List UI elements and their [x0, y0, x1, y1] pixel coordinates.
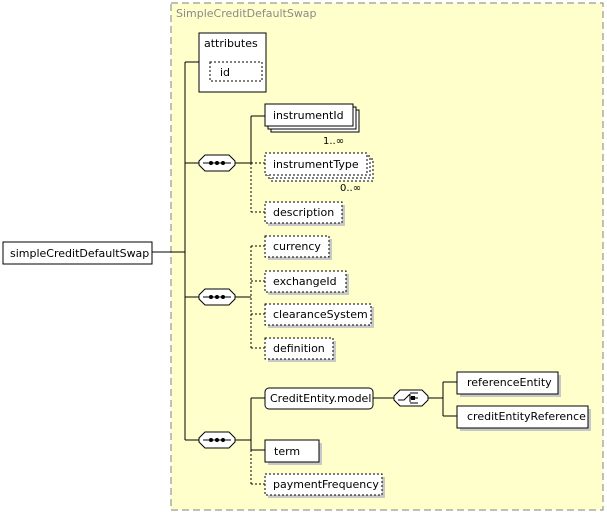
element-reference-entity-label: referenceEntity	[467, 376, 552, 389]
element-definition-label: definition	[273, 342, 325, 355]
element-payment-frequency[interactable]: paymentFrequency	[264, 473, 385, 498]
root-element-box[interactable]: simpleCreditDefaultSwap	[2, 241, 153, 265]
attributes-label: attributes	[204, 37, 258, 50]
attributes-box[interactable]: attributes id	[198, 32, 267, 93]
element-term[interactable]: term	[264, 439, 322, 465]
element-definition[interactable]: definition	[264, 337, 336, 362]
element-description-label: description	[273, 206, 334, 219]
element-exchange-id[interactable]: exchangeId	[264, 270, 349, 295]
element-description[interactable]: description	[264, 201, 345, 226]
choice-icon	[393, 389, 429, 407]
sequence-icon-3	[198, 431, 236, 449]
group-credit-entity-model[interactable]: CreditEntity.model	[264, 387, 374, 410]
element-credit-entity-reference[interactable]: creditEntityReference	[456, 405, 591, 431]
cardinality-instrument-id: 1..∞	[323, 136, 344, 147]
group-credit-entity-model-label: CreditEntity.model	[270, 392, 371, 405]
element-term-label: term	[274, 445, 300, 458]
element-instrument-type-label: instrumentType	[273, 158, 359, 171]
element-instrument-type[interactable]: instrumentType 0..∞	[264, 152, 374, 194]
element-credit-entity-reference-label: creditEntityReference	[467, 410, 586, 423]
root-element-label: simpleCreditDefaultSwap	[10, 247, 149, 260]
element-currency[interactable]: currency	[264, 235, 332, 260]
element-currency-label: currency	[273, 240, 321, 253]
sequence-icon-1	[198, 154, 236, 172]
optional-connector-lines	[250, 162, 265, 485]
element-payment-frequency-label: paymentFrequency	[273, 478, 379, 491]
cardinality-instrument-type: 0..∞	[340, 183, 361, 194]
element-clearance-system-label: clearanceSystem	[273, 308, 368, 321]
connector-lines	[152, 61, 457, 451]
complex-type-title: SimpleCreditDefaultSwap	[176, 7, 317, 20]
element-clearance-system[interactable]: clearanceSystem	[264, 303, 374, 328]
element-instrument-id[interactable]: instrumentId 1..∞	[264, 103, 360, 147]
attribute-id: id	[220, 66, 230, 79]
sequence-icon-2	[198, 288, 236, 306]
element-instrument-id-label: instrumentId	[273, 109, 344, 122]
element-reference-entity[interactable]: referenceEntity	[456, 371, 561, 397]
element-exchange-id-label: exchangeId	[273, 275, 337, 288]
